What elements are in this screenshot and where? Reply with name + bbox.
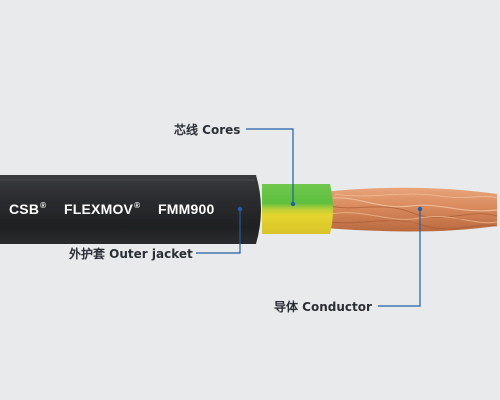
- outer-jacket: [0, 175, 261, 244]
- cable-model-text: FMM900: [158, 201, 215, 217]
- core-insulation: [262, 184, 333, 234]
- leader-lines: [196, 128, 421, 307]
- conductor-strands: [325, 187, 498, 232]
- cores-label: 芯线 Cores: [174, 123, 241, 137]
- conductor-label: 导体 Conductor: [274, 300, 372, 314]
- outer-jacket-label: 外护套 Outer jacket: [69, 247, 193, 261]
- leader-dots: [237, 201, 423, 212]
- cable-series-text: FLEXMOV®: [64, 201, 141, 217]
- cable-brand-text: CSB®: [9, 201, 47, 217]
